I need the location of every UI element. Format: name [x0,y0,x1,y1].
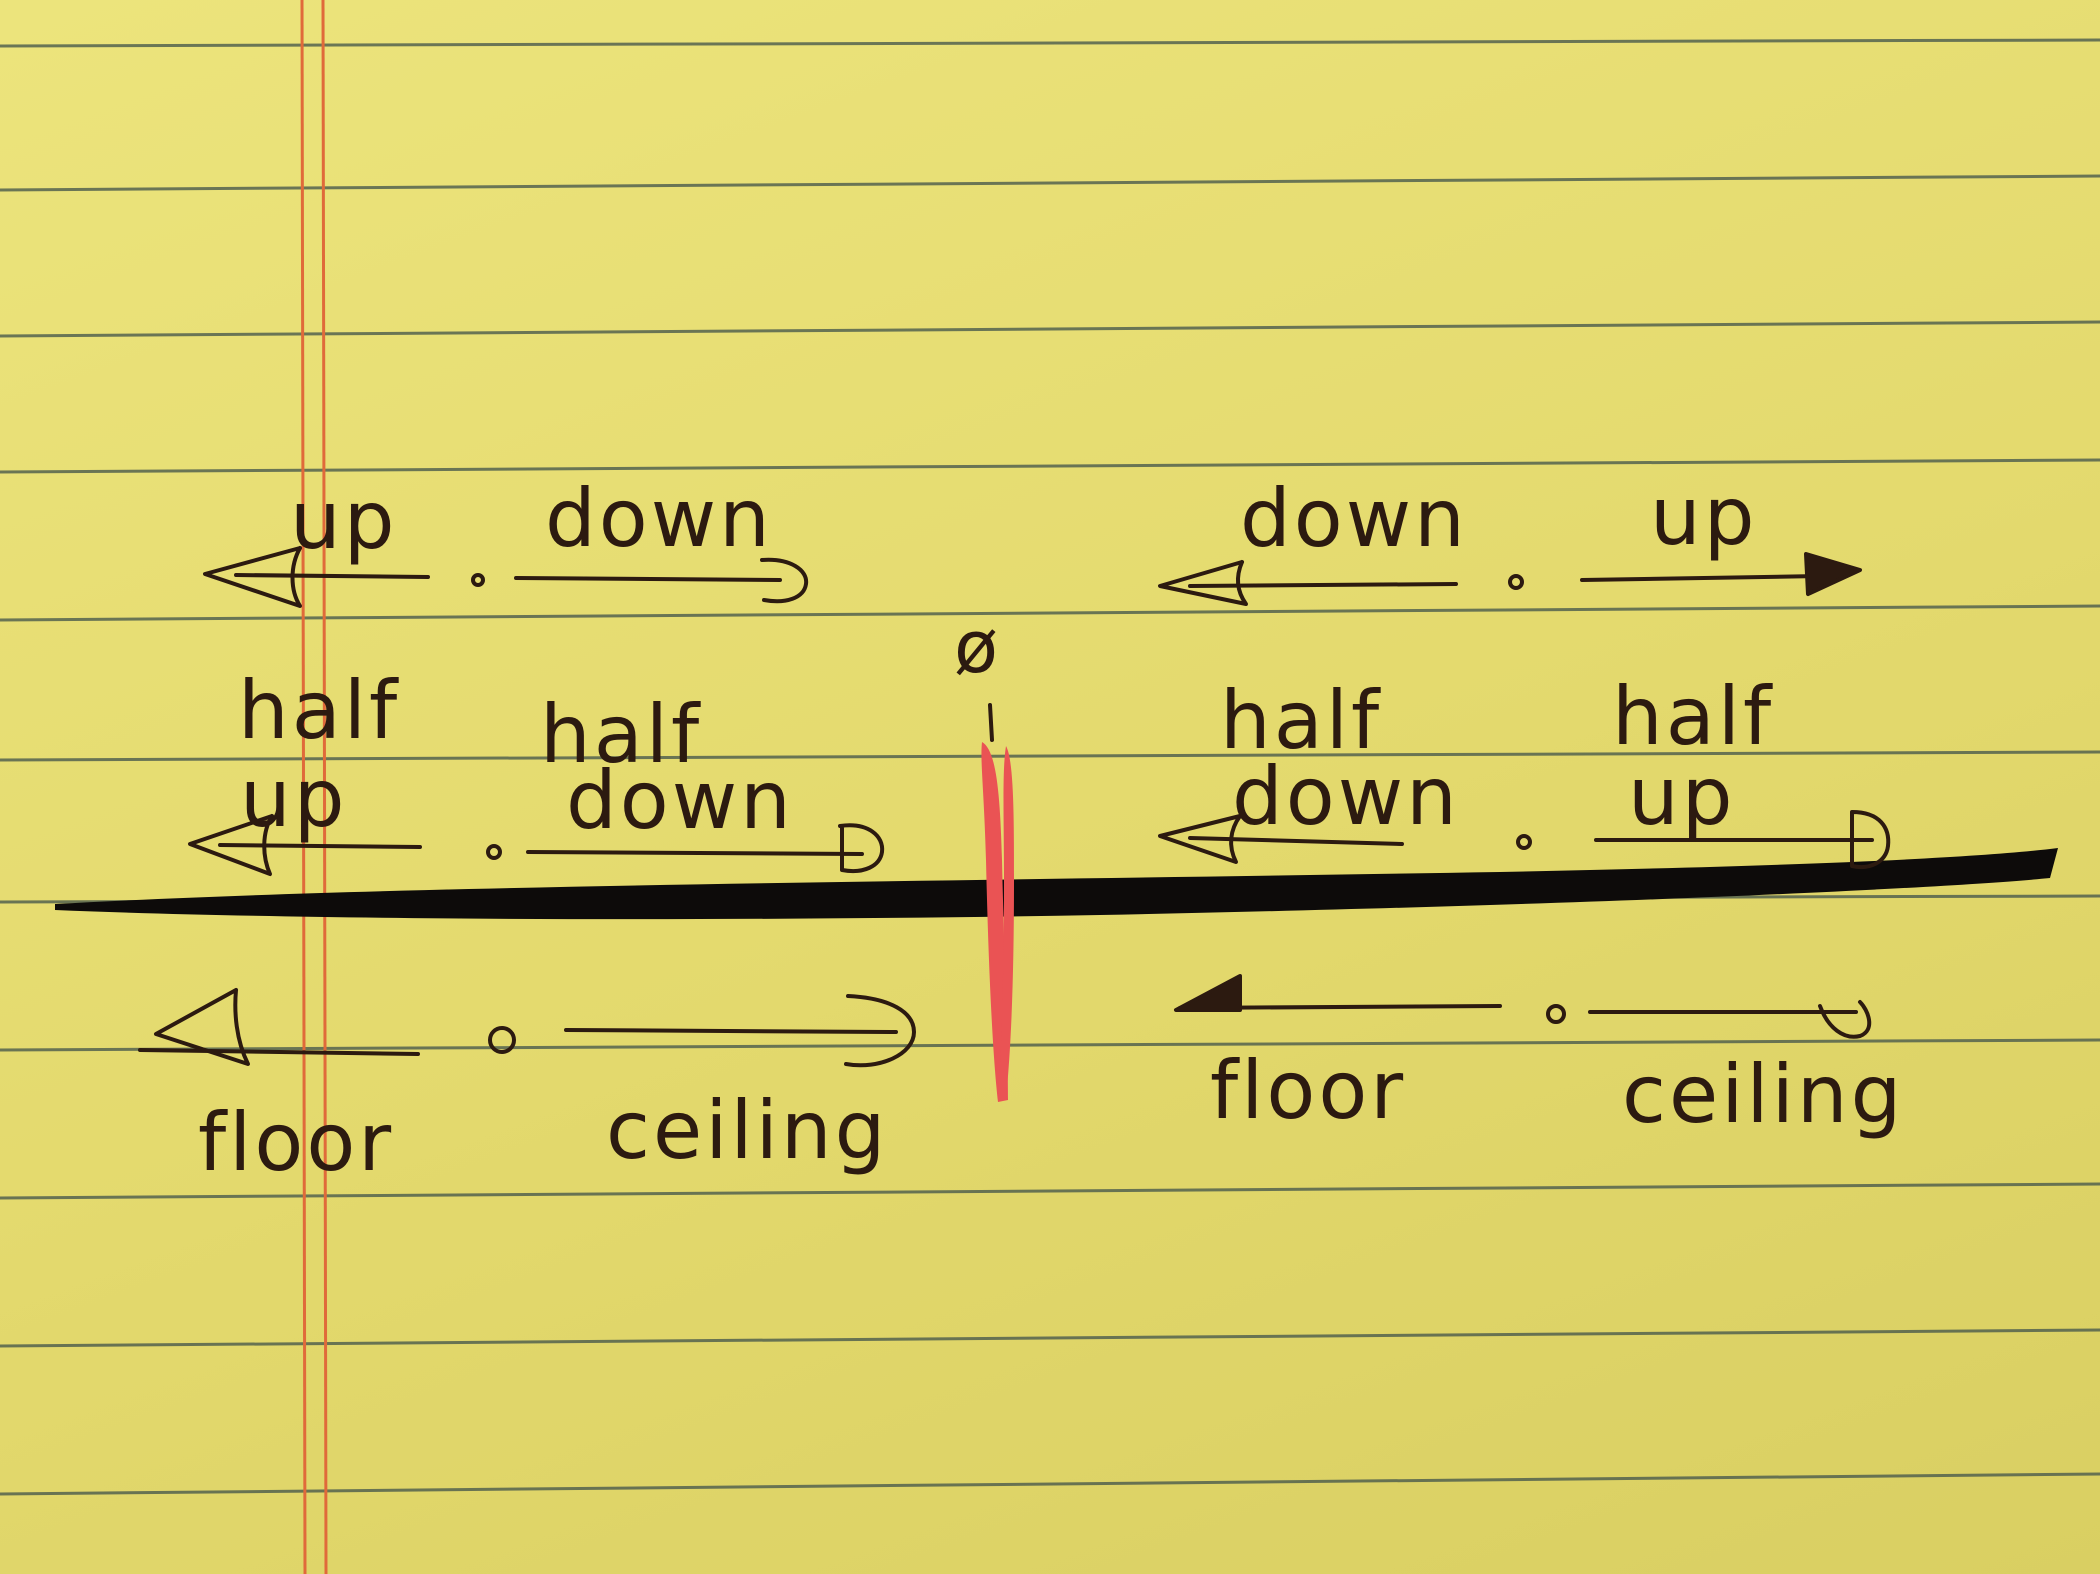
open-arrowhead-left [188,814,274,876]
zero-tick [988,703,994,742]
label-half: half [1220,674,1382,767]
upper-right-block [1158,552,1862,606]
label-up: up [290,474,397,567]
label-up: up [240,752,347,845]
open-arrowhead-right [1818,1000,1872,1039]
rule-line [0,1472,2100,1496]
open-arrowhead-right [844,994,916,1068]
label-ceiling: ceiling [1622,1048,1904,1141]
black-marker-number-line [55,848,2058,920]
label-floor: floor [1210,1044,1406,1137]
margin-line [321,0,328,1574]
ray-left [234,573,430,579]
label-ceiling: ceiling [606,1084,888,1177]
filled-arrowhead-left [1174,974,1242,1012]
open-arrowhead-left [1158,560,1248,606]
origin-dot [1508,574,1524,590]
lower-left-block [138,988,916,1068]
open-arrowhead-right [1850,810,1891,869]
open-arrowhead-left [1158,814,1242,864]
ray-right [514,576,782,582]
ray-left [218,843,422,849]
origin-dot [1516,834,1532,850]
rule-line [0,1328,2100,1348]
filled-arrowhead-right [1804,552,1862,596]
rule-line [0,174,2100,192]
open-arrowhead-right [838,823,885,873]
rule-line [0,38,2100,48]
middle-right-block [1158,810,1891,869]
margin-line [300,0,307,1574]
upper-left-block [203,546,809,608]
origin-dot [471,573,485,587]
label-down: down [545,472,773,565]
label-down: down [1240,472,1468,565]
ray-right [526,850,864,856]
origin-dot [486,844,502,860]
label-half: half [1612,670,1774,763]
rule-line [0,604,2100,622]
ray-right [1580,574,1822,582]
rule-line [0,320,2100,338]
open-arrowhead-left [154,988,250,1066]
origin-dot [1546,1004,1566,1024]
open-arrowhead-left [203,546,302,608]
rule-line [0,458,2100,474]
origin-dot [488,1026,516,1054]
ray-left [1188,582,1458,588]
ray-left [1178,1004,1502,1010]
rule-line [0,1182,2100,1200]
red-marker-zero-line [981,742,1008,1102]
ray-left [1188,836,1404,846]
label-down: down [1232,750,1460,843]
zero-symbol: ø [954,605,998,689]
label-floor: floor [198,1096,394,1189]
label-down: down [566,754,794,847]
open-arrowhead-right [760,557,809,604]
label-half: half [540,688,702,781]
rule-line [0,1038,2100,1052]
margin-lines [300,0,328,1574]
ray-left [138,1048,420,1056]
label-up: up [1650,470,1757,563]
lower-right-block [1174,974,1872,1039]
ray-right [564,1028,898,1034]
middle-left-block [188,814,885,876]
rule-line [0,750,2100,762]
label-up: up [1628,750,1735,843]
label-half: half [238,664,400,757]
red-marker-zero-line [998,746,1014,1098]
